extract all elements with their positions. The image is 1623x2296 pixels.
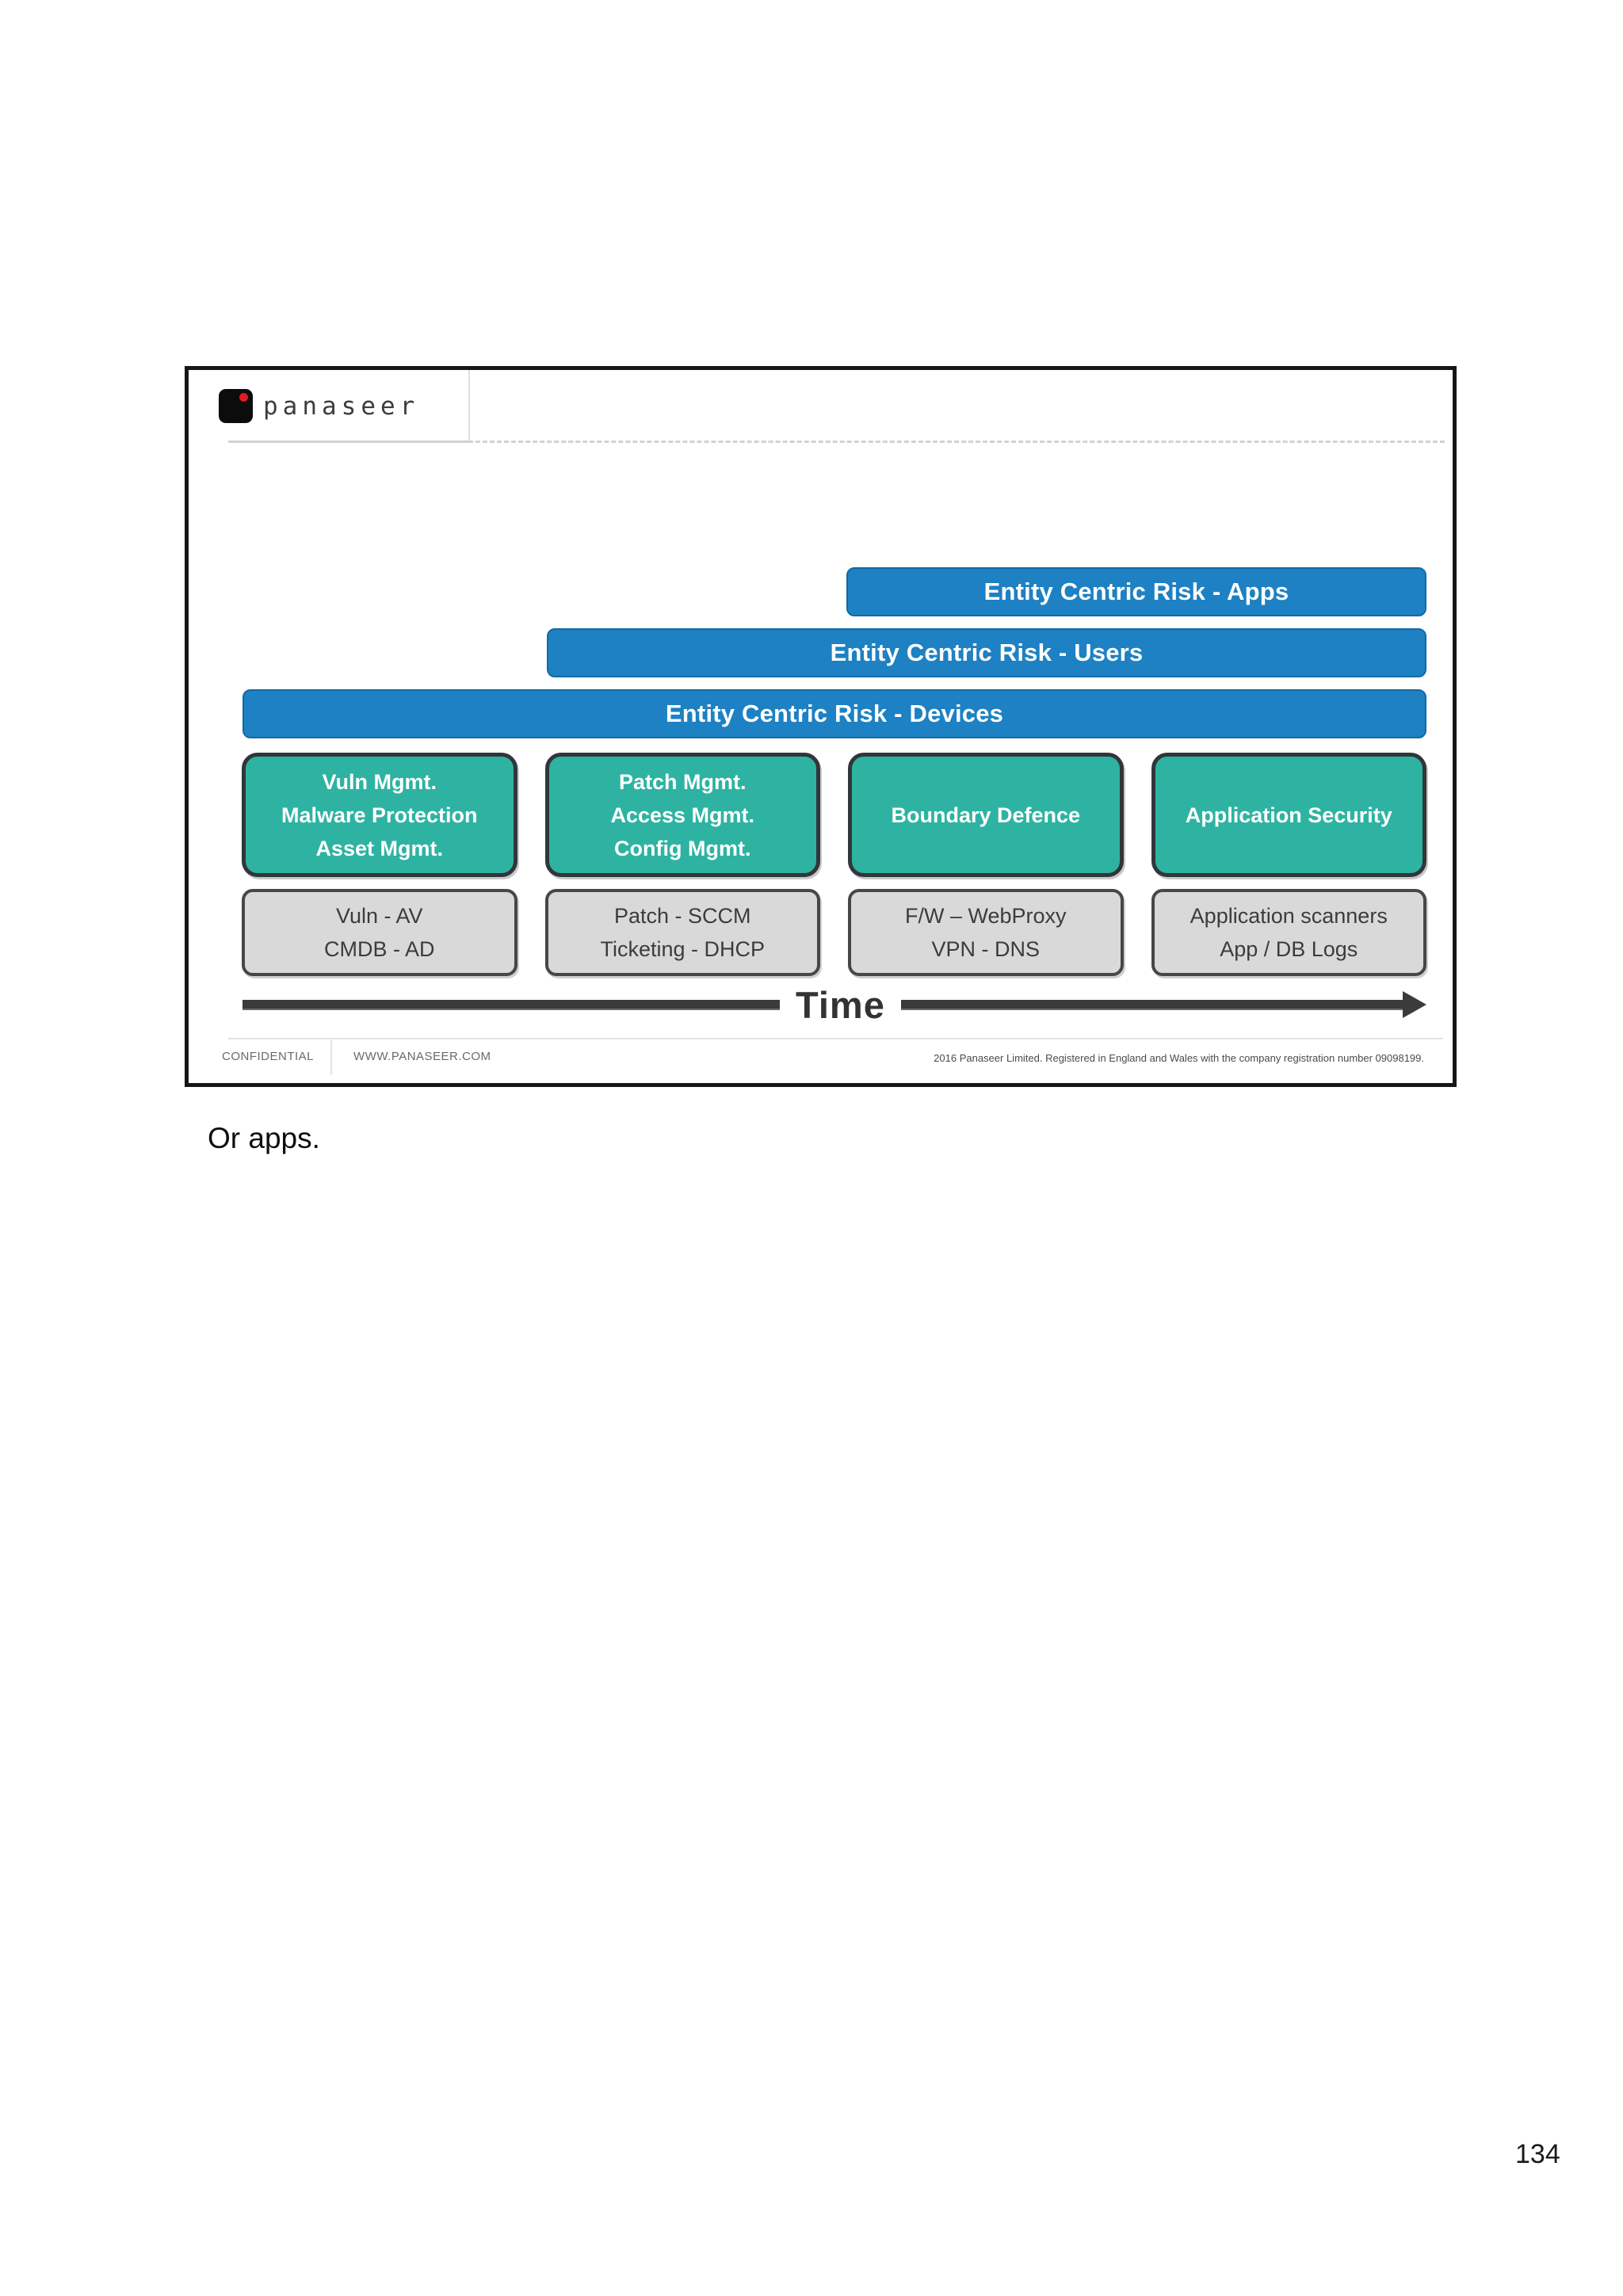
capability-line: Malware Protection (281, 803, 478, 827)
risk-bar-apps-label: Entity Centric Risk - Apps (983, 578, 1289, 605)
footer-legal-text: 2016 Panaseer Limited. Registered in Eng… (934, 1052, 1424, 1064)
source-line: Application scanners (1190, 904, 1388, 928)
source-line: App / DB Logs (1220, 937, 1358, 961)
capability-box-device-mgmt: Vuln Mgmt. Malware Protection Asset Mgmt… (242, 753, 517, 877)
risk-bar-devices: Entity Centric Risk - Devices (242, 689, 1426, 738)
capability-line: Access Mgmt. (610, 803, 755, 827)
capability-box-patch-access-config: Patch Mgmt. Access Mgmt. Config Mgmt. (544, 753, 820, 877)
page-number: 134 (1515, 2139, 1560, 2169)
footer-vertical-divider (330, 1040, 332, 1075)
time-axis-line-left (242, 999, 780, 1010)
time-axis-label: Time (796, 983, 885, 1026)
panaseer-logo-icon (219, 389, 253, 423)
capability-line: Patch Mgmt. (618, 769, 747, 794)
arrow-right-icon (1403, 991, 1426, 1018)
time-axis: Time (242, 980, 1426, 1029)
footer-rule (228, 1038, 1443, 1039)
logo-red-dot-icon (239, 393, 248, 402)
slide: panaseer Entity Centric Risk - Apps Enti… (185, 366, 1457, 1087)
source-line: VPN - DNS (931, 937, 1041, 961)
risk-bar-users-label: Entity Centric Risk - Users (830, 639, 1144, 666)
capability-line: Asset Mgmt. (315, 836, 444, 860)
footer-confidential-label: CONFIDENTIAL (222, 1050, 315, 1063)
source-box-app-scanners: Application scanners App / DB Logs (1151, 889, 1426, 976)
capability-line: Vuln Mgmt. (322, 769, 437, 794)
source-line: Patch - SCCM (613, 904, 751, 928)
risk-bar-devices-label: Entity Centric Risk - Devices (665, 700, 1004, 727)
capability-box-application-security: Application Security (1151, 753, 1426, 877)
source-line: F/W – WebProxy (904, 904, 1067, 928)
footer-website-label: WWW.PANASEER.COM (353, 1050, 491, 1063)
brand-name: panaseer (263, 392, 420, 421)
header-vertical-divider (468, 370, 470, 441)
header-rule-left (228, 441, 468, 443)
source-line: CMDB - AD (323, 937, 435, 961)
page-caption: Or apps. (208, 1122, 320, 1154)
source-box-patch-ticketing: Patch - SCCM Ticketing - DHCP (544, 889, 820, 976)
source-line: Vuln - AV (335, 904, 423, 928)
risk-bar-apps: Entity Centric Risk - Apps (846, 567, 1426, 616)
capability-line: Config Mgmt. (614, 836, 751, 860)
source-box-vuln-cmdb: Vuln - AV CMDB - AD (242, 889, 517, 976)
capability-line: Application Security (1185, 803, 1392, 827)
capability-row: Vuln Mgmt. Malware Protection Asset Mgmt… (242, 753, 1426, 877)
time-axis-line-right (900, 999, 1403, 1010)
source-line: Ticketing - DHCP (600, 937, 766, 961)
source-row: Vuln - AV CMDB - AD Patch - SCCM Ticketi… (242, 889, 1426, 976)
source-box-fw-vpn: F/W – WebProxy VPN - DNS (848, 889, 1124, 976)
header-rule-right (468, 441, 1445, 443)
risk-bar-users: Entity Centric Risk - Users (547, 628, 1426, 677)
capability-line: Boundary Defence (891, 803, 1081, 827)
capability-box-boundary-defence: Boundary Defence (848, 753, 1124, 877)
